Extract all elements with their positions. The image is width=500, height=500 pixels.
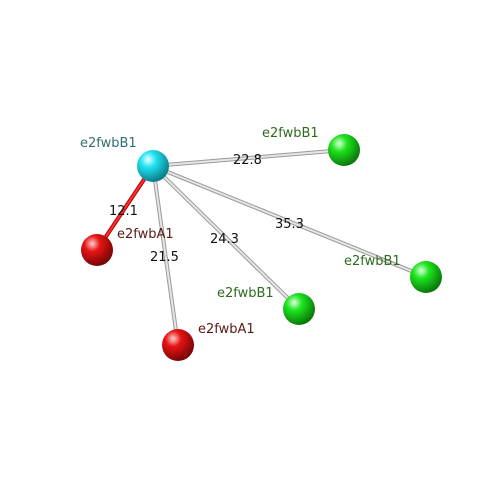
atom-label-g1: e2fwbB1 — [262, 126, 319, 141]
atom-g1 — [328, 134, 360, 166]
atom-hub — [137, 150, 169, 182]
atom-r2 — [162, 329, 194, 361]
atom-label-r2: e2fwbA1 — [198, 322, 255, 337]
distance-label-hub-g1: 22.8 — [233, 153, 262, 168]
distance-label-hub-g3: 24.3 — [210, 232, 239, 247]
distance-labels: 22.8 35.3 24.3 12.1 21.5 — [109, 153, 304, 265]
distance-label-hub-r2: 21.5 — [150, 250, 179, 265]
atom-label-r1: e2fwbA1 — [117, 227, 174, 242]
atom-labels: e2fwbB1 e2fwbB1 e2fwbB1 e2fwbB1 e2fwbA1 … — [80, 126, 401, 337]
atom-label-hub: e2fwbB1 — [80, 136, 137, 151]
atom-g3 — [283, 293, 315, 325]
atom-label-g3: e2fwbB1 — [217, 286, 274, 301]
distance-label-hub-g2: 35.3 — [275, 217, 304, 232]
atom-r1 — [81, 234, 113, 266]
atoms-layer — [81, 134, 442, 361]
atom-label-g2: e2fwbB1 — [344, 254, 401, 269]
distance-label-hub-r1: 12.1 — [109, 204, 138, 219]
bonds-layer — [95, 148, 427, 346]
atom-g2 — [410, 261, 442, 293]
